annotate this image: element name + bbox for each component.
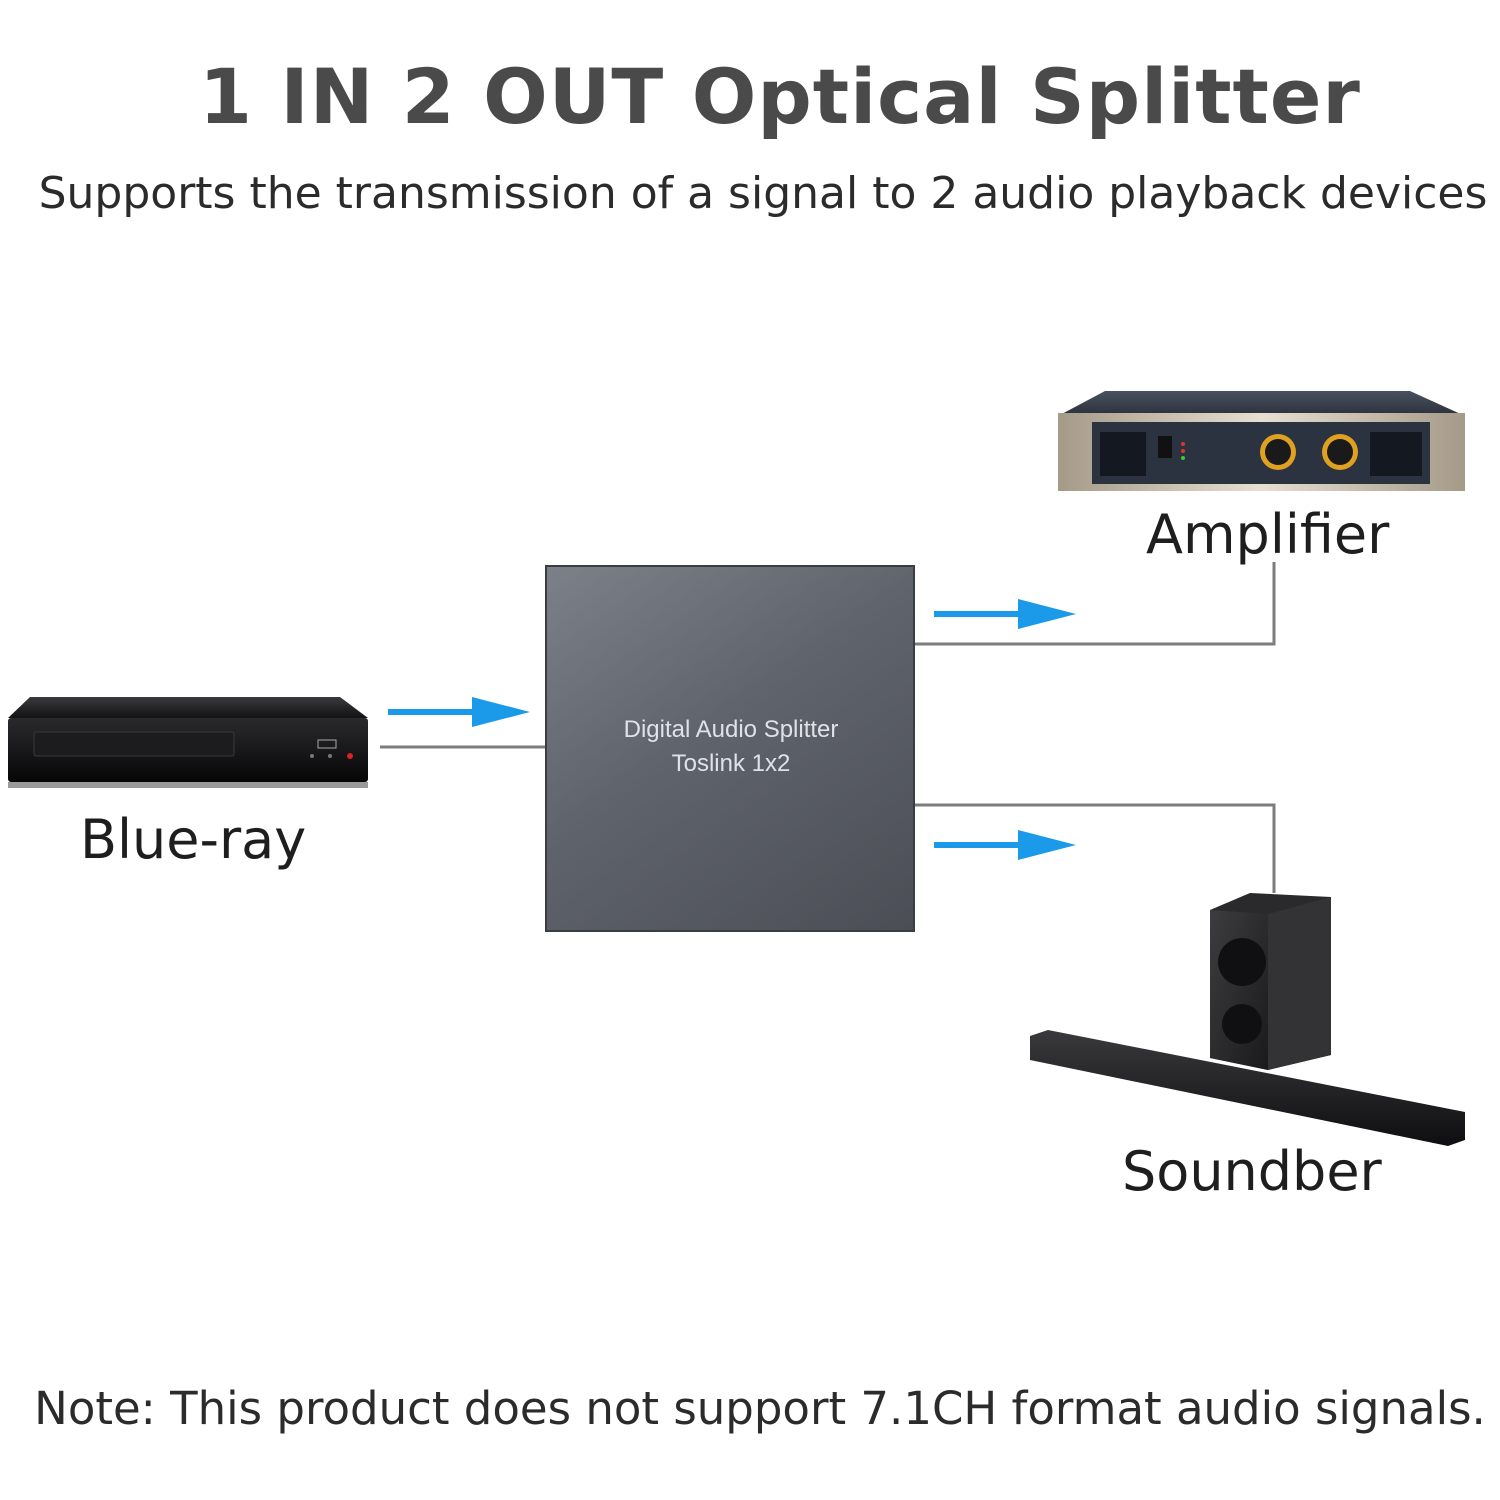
page-title: 1 IN 2 OUT Optical Splitter xyxy=(199,52,1361,141)
soundbar-label: Soundber xyxy=(1122,1140,1382,1203)
amplifier-label: Amplifier xyxy=(1146,503,1390,566)
signal-arrows xyxy=(388,599,1076,860)
page-subtitle: Supports the transmission of a signal to… xyxy=(38,168,1488,219)
footer-note: Note: This product does not support 7.1C… xyxy=(34,1382,1486,1435)
amplifier-arrow xyxy=(934,599,1076,629)
amplifier-cable xyxy=(915,562,1276,646)
soundbar-cable xyxy=(915,803,1276,893)
soundbar-arrow xyxy=(934,830,1076,860)
splitter-label-line2: Toslink 1x2 xyxy=(671,750,791,777)
bluray-label: Blue-ray xyxy=(80,808,307,871)
input-arrow xyxy=(388,697,530,727)
cable-lines xyxy=(380,562,1276,893)
splitter-label-line1: Digital Audio Splitter xyxy=(623,716,839,743)
splitter-device xyxy=(545,565,915,932)
